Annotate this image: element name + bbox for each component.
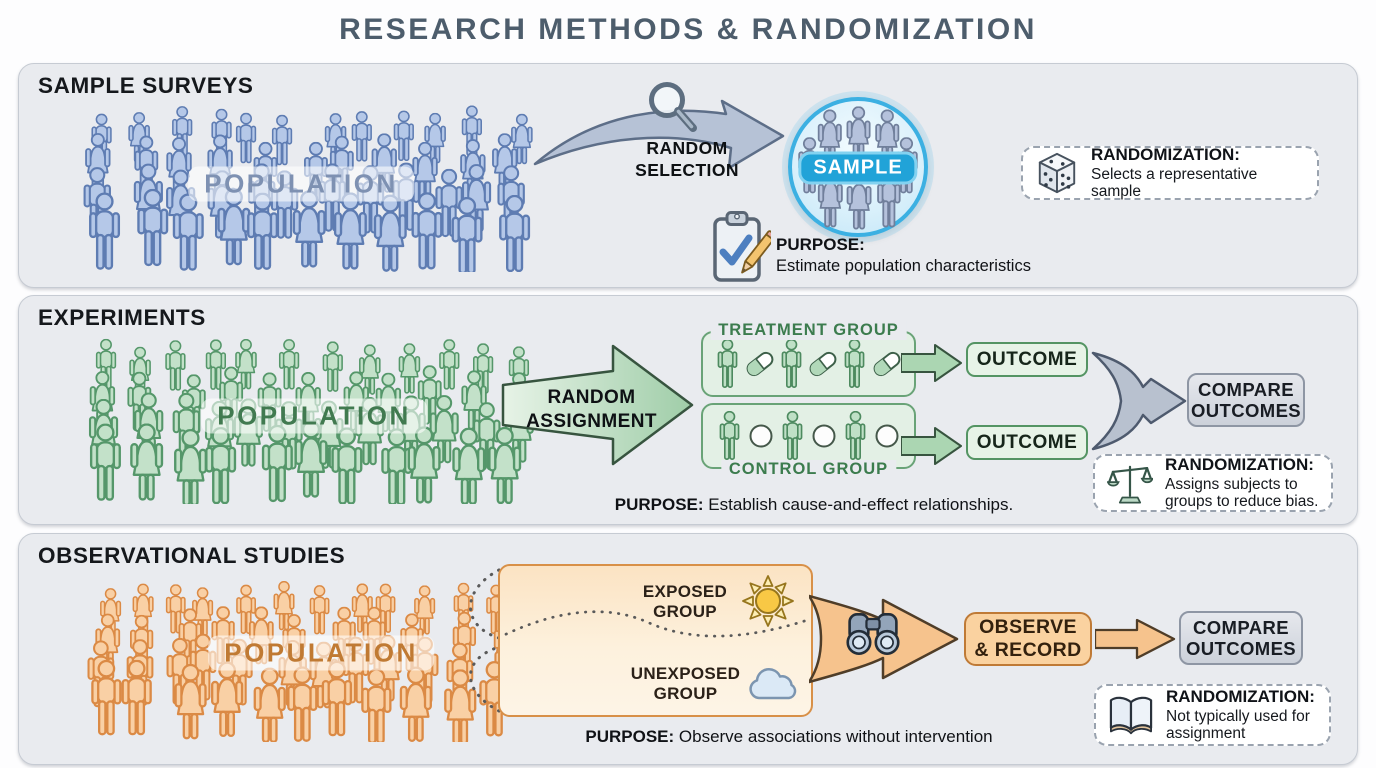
placebo-circle-icon [875,424,899,448]
balance-scale-icon [1107,465,1153,504]
control-group-label: CONTROL GROUP [720,460,897,479]
panel-heading: OBSERVATIONAL STUDIES [38,543,346,568]
population-label: POPULATION [188,166,414,202]
curved-selection-arrow [533,99,785,170]
funnel-dotted-lines [469,568,501,713]
sun-icon [742,575,794,627]
placebo-circle-icon [812,424,836,448]
arrow-treatment-to-outcome [901,344,962,382]
pill-icon [746,351,773,377]
panel-experiments: EXPERIMENTS POPULATION RANDOM ASSIGNMENT… [18,295,1358,525]
arrow-observe-to-compare [1095,618,1176,660]
outcome-box-treatment: OUTCOME [966,342,1088,377]
panel-observational-studies: OBSERVATIONAL STUDIES POPULATION EXPOSED… [18,533,1358,765]
person-icon [715,339,740,389]
person-icon [842,339,867,389]
random-selection-label: RANDOM SELECTION [635,138,739,180]
binoculars-icon [846,613,900,655]
panel-sample-surveys: SAMPLE SURVEYS POPULATION RANDOM SELECTI… [18,63,1358,288]
population-label: POPULATION [208,635,434,671]
randomization-callout-sample: RANDOMIZATION: Selects a representative … [1021,145,1319,200]
randomization-callout-experiments: RANDOMIZATION: Assigns subjects to group… [1093,454,1333,512]
placebo-circle-icon [749,424,773,448]
exposure-split-box: EXPOSED GROUP UNEXPOSED GROUP [498,564,813,717]
purpose-sample-surveys: PURPOSE: Estimate population characteris… [776,235,1031,276]
pill-icon [873,351,901,377]
population-label: POPULATION [201,398,427,434]
unexposed-group-label: UNEXPOSED GROUP [630,664,741,704]
person-icon [780,411,805,461]
panel-heading: SAMPLE SURVEYS [38,73,254,98]
random-assignment-label: RANDOM ASSIGNMENT [526,387,657,432]
observe-record-box: OBSERVE & RECORD [964,612,1092,666]
purpose-observational: PURPOSE: Observe associations without in… [585,727,993,746]
randomization-callout-observational: RANDOMIZATION: Not typically used for as… [1094,684,1331,746]
converging-arrow [1091,351,1187,451]
arrow-control-to-outcome [901,427,962,465]
compare-outcomes-box: COMPARE OUTCOMES [1179,611,1303,665]
magnifier-icon [649,82,697,132]
random-assignment-arrow [501,344,694,466]
person-icon [779,339,804,389]
person-icon [843,411,868,461]
outcome-box-control: OUTCOME [966,425,1088,460]
purpose-experiments: PURPOSE: Establish cause-and-effect rela… [614,495,1014,514]
open-book-icon [1109,696,1153,735]
page-title: RESEARCH METHODS & RANDOMIZATION [339,13,1037,46]
treatment-group-label: TREATMENT GROUP [710,321,907,340]
pill-icon [809,351,837,377]
panel-heading: EXPERIMENTS [38,305,206,330]
dotted-divider-wave [504,610,808,638]
dice-icon [1038,152,1076,194]
exposed-group-label: EXPOSED GROUP [642,582,728,622]
clipboard-check-icon [713,211,771,282]
compare-outcomes-box: COMPARE OUTCOMES [1187,373,1305,427]
cloud-icon [749,667,797,700]
person-icon [717,411,742,461]
sample-badge: SAMPLE [798,151,918,185]
treatment-group-box: TREATMENT GROUP [701,321,916,397]
control-group-box: CONTROL GROUP [701,403,916,479]
sample-circle: SAMPLE [788,97,928,237]
